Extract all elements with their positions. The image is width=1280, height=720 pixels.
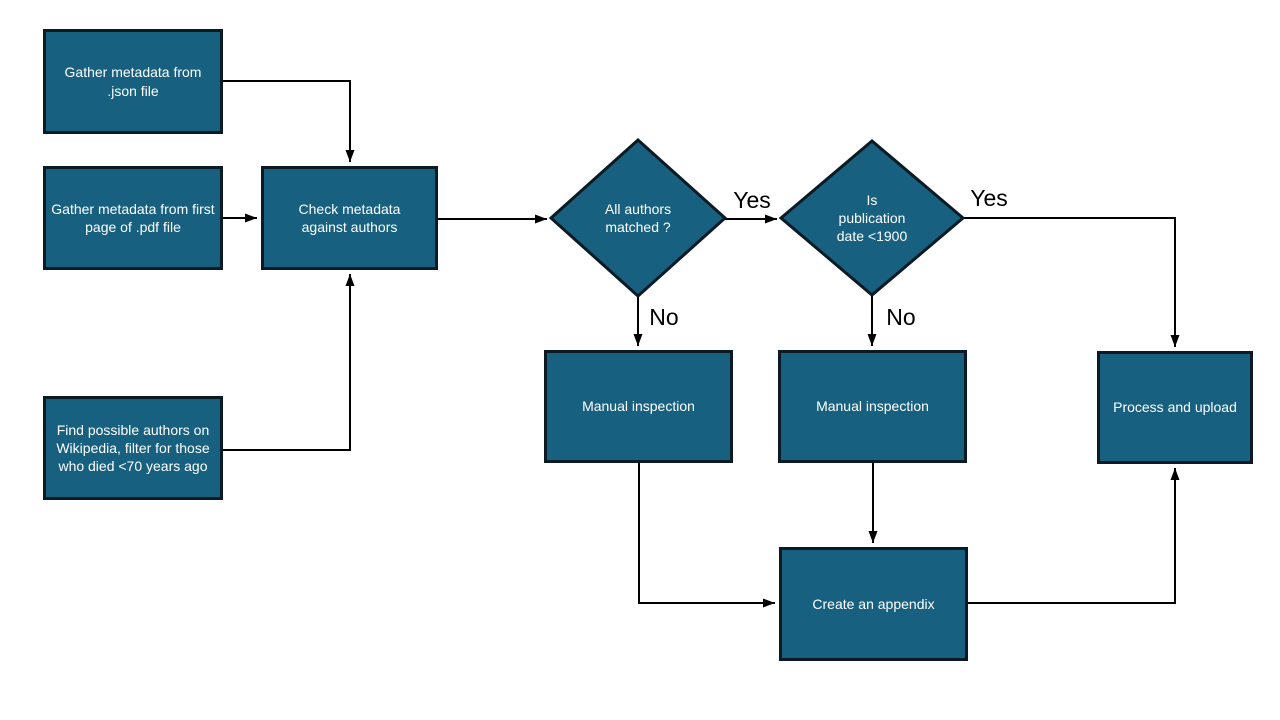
node-find-authors: Find possible authors on Wikipedia, filt…: [43, 396, 223, 500]
connector-appendix-to-process: [968, 468, 1180, 604]
node-process-upload: Process and upload: [1097, 351, 1253, 464]
node-label: Manual inspection: [582, 398, 695, 415]
node-manual-inspection-2: Manual inspection: [778, 350, 967, 463]
node-label: Process and upload: [1113, 399, 1237, 416]
node-label: Gather metadata from .json file: [64, 64, 202, 99]
node-create-appendix: Create an appendix: [779, 547, 968, 661]
connector-inspection1-to-appendix: [638, 463, 775, 608]
edge-label-no-2: No: [886, 304, 916, 330]
node-label: Check metadata against authors: [298, 200, 401, 235]
connector-json-to-check: [223, 80, 355, 162]
decision-publication-date-shape: [778, 139, 966, 297]
edge-label-yes-2: Yes: [970, 185, 1008, 211]
edge-label-no-1: No: [649, 304, 679, 330]
decision-all-authors-matched-shape: [548, 137, 728, 299]
node-gather-pdf: Gather metadata from first page of .pdf …: [43, 166, 223, 270]
node-manual-inspection-1: Manual inspection: [544, 350, 733, 463]
node-label: Manual inspection: [816, 398, 929, 415]
node-gather-json: Gather metadata from .json file: [43, 29, 223, 134]
connector-wikipedia-to-check: [223, 274, 355, 451]
connector-pubdate-yes: [963, 217, 1180, 347]
node-label: Create an appendix: [812, 595, 935, 612]
node-label: Find possible authors on Wikipedia, filt…: [56, 421, 210, 475]
node-label: Gather metadata from first page of .pdf …: [51, 200, 215, 235]
edge-label-yes-1: Yes: [733, 187, 771, 213]
node-check-metadata: Check metadata against authors: [261, 166, 438, 270]
